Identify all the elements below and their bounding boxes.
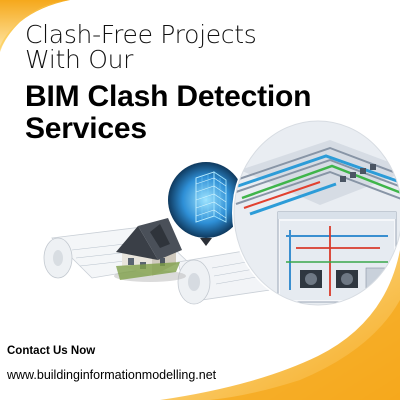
house-model-icon [116, 218, 182, 280]
headline-service-title: BIM Clash Detection Services [25, 81, 311, 145]
website-url[interactable]: www.buildinginformationmodelling.net [7, 368, 217, 382]
headline-intro: Clash-Free Projects With Our [25, 20, 257, 74]
top-left-swoosh [0, 0, 70, 50]
headline-line-3: BIM Clash Detection [25, 80, 312, 113]
bim-software-screen-icon [232, 119, 400, 307]
headline-line-2: With Our [25, 45, 134, 74]
hologram-building-icon [168, 162, 244, 246]
contact-cta: Contact Us Now [7, 345, 96, 357]
headline-line-1: Clash-Free Projects [25, 20, 257, 49]
headline-line-4: Services [25, 112, 147, 145]
